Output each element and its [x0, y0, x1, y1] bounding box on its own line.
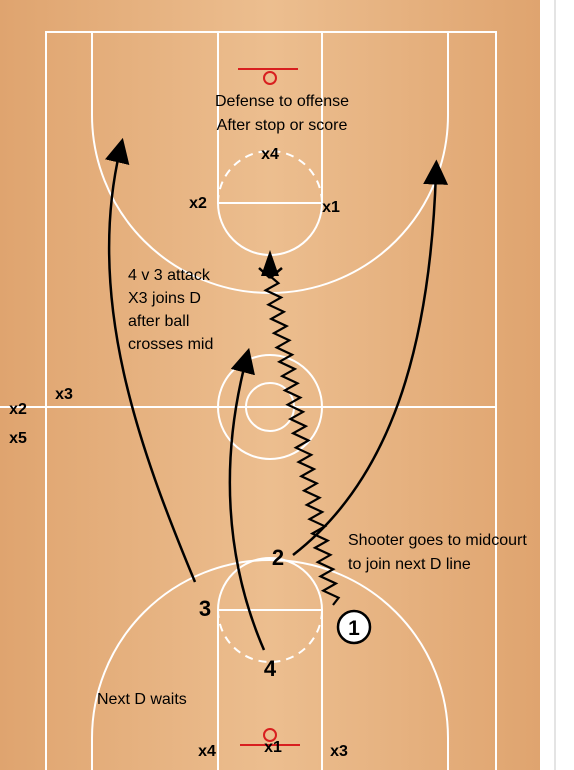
player-2: 2: [272, 545, 284, 570]
defender-side-x2: x2: [9, 401, 27, 418]
court-floor: [0, 0, 540, 770]
defender-top-x2: x2: [189, 195, 207, 212]
defender-bottom-x3: x3: [330, 743, 348, 760]
court-boundary: [45, 31, 497, 770]
note-next-d-waits: Next D waits: [97, 691, 187, 708]
note-x3-joins: X3 joins D: [128, 290, 201, 307]
bottom-three-point-arc: [91, 559, 449, 770]
dribble-arrow-tip: [261, 250, 279, 276]
note-defense-to-offense: Defense to offense: [215, 93, 349, 110]
player-1: 1: [348, 617, 360, 640]
defender-top-x4: x4: [261, 146, 279, 163]
defender-bottom-x4: x4: [198, 743, 216, 760]
defender-mid-x3: x3: [55, 386, 73, 403]
note-join-next-d: to join next D line: [348, 556, 471, 573]
dribble-path: [263, 275, 341, 606]
top-key: [217, 32, 323, 204]
note-4v3-attack: 4 v 3 attack: [128, 267, 211, 284]
bottom-key: [217, 609, 323, 770]
page-margin: [540, 0, 574, 770]
defender-bottom-x1: x1: [264, 739, 282, 756]
player3-cut-arrow: [104, 137, 197, 583]
player-1-circle: [336, 609, 372, 645]
player-3: 3: [199, 596, 211, 621]
top-rim: [263, 71, 277, 85]
defender-side-x5: x5: [9, 430, 27, 447]
note-crosses-mid: crosses mid: [128, 336, 213, 353]
note-shooter-goes: Shooter goes to midcourt: [348, 532, 527, 549]
bottom-ft-circle-solid: [217, 557, 323, 611]
defender-top-x1: x1: [322, 199, 340, 216]
center-circle-outer: [217, 354, 323, 460]
player-4: 4: [264, 656, 277, 681]
note-after-ball: after ball: [128, 313, 189, 330]
player2-cut-arrow: [292, 159, 449, 556]
player4-cut-arrow: [228, 347, 266, 651]
bottom-rim: [263, 728, 277, 742]
note-after-stop: After stop or score: [217, 117, 348, 134]
